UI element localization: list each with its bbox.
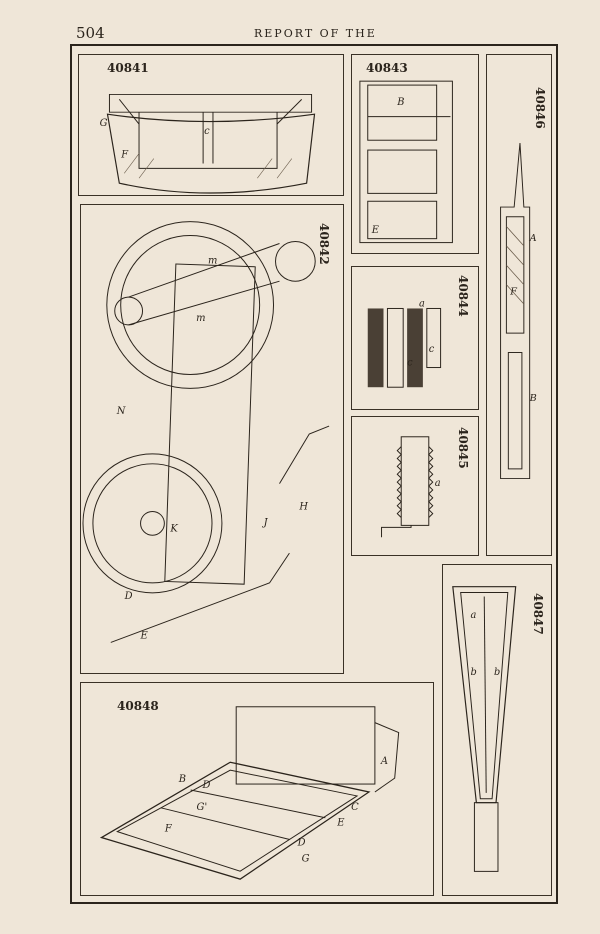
- figure-40844: 40844 a c c: [351, 266, 479, 410]
- figure-40847: 40847 a b b: [442, 564, 552, 896]
- label-m: m: [196, 313, 205, 324]
- figure-40845-drawing: a: [381, 436, 441, 538]
- figure-40848-drawing: B D G' F A C E D G: [99, 706, 400, 880]
- label-f: F: [509, 286, 517, 297]
- figure-number: 40848: [117, 699, 159, 713]
- figure-40841-drawing: G F c: [100, 93, 316, 194]
- label-f: F: [164, 824, 173, 835]
- label-a: a: [470, 610, 476, 621]
- figure-number: 40843: [366, 61, 408, 75]
- label-d: D: [297, 837, 306, 848]
- label-e: E: [140, 630, 149, 641]
- label-f: F: [120, 150, 129, 161]
- label-e: E: [336, 818, 345, 829]
- figure-number: 40847: [531, 593, 545, 635]
- figure-40843-drawing: B E: [359, 80, 453, 244]
- label-j: J: [262, 517, 269, 528]
- figure-40842-drawing: m m N D E K J H: [82, 221, 330, 643]
- label-n: N: [116, 406, 126, 417]
- running-head: REPORT OF THE: [254, 27, 377, 40]
- label-b: B: [396, 97, 404, 108]
- label-g-prime: G': [197, 802, 208, 813]
- label-e: E: [371, 225, 380, 236]
- label-a: a: [419, 299, 425, 310]
- label-d: D: [202, 780, 211, 791]
- page-number: 504: [76, 24, 105, 42]
- patent-plate: 40841 G F c 40843 B E: [70, 44, 558, 904]
- label-a: A: [380, 756, 388, 767]
- figure-40847-drawing: a b b: [452, 586, 517, 872]
- figure-number: 40846: [533, 87, 547, 129]
- label-b: b: [494, 667, 500, 678]
- label-m: m: [208, 255, 217, 266]
- figure-number: 40841: [107, 61, 149, 75]
- figure-40842: 40842 m m N D E K J H: [80, 204, 344, 674]
- label-k: K: [169, 523, 178, 534]
- figure-number: 40845: [456, 427, 470, 469]
- label-b: B: [178, 774, 186, 785]
- label-b: b: [470, 667, 476, 678]
- figure-40846-drawing: A B F: [500, 143, 537, 480]
- label-c: C: [351, 802, 359, 813]
- label-a: a: [435, 478, 441, 489]
- figure-40841: 40841 G F c: [78, 54, 344, 196]
- figure-40848: 40848 B D G' F A C E D G: [80, 682, 434, 896]
- label-b: B: [529, 393, 537, 404]
- label-g: G: [100, 118, 108, 129]
- label-c: c: [407, 358, 413, 369]
- label-c: c: [204, 126, 210, 137]
- figure-40843: 40843 B E: [351, 54, 479, 254]
- figure-40846: 40846 A B F: [486, 54, 552, 556]
- figure-number: 40844: [456, 275, 470, 317]
- figure-number: 40842: [317, 223, 331, 265]
- label-d: D: [124, 591, 133, 602]
- figure-40845: 40845 a: [351, 416, 479, 556]
- page-header: 504 REPORT OF THE: [0, 24, 600, 44]
- figure-40844-drawing: a c c: [367, 299, 442, 388]
- label-g: G: [302, 853, 310, 864]
- label-c: c: [429, 344, 435, 355]
- label-a: A: [529, 233, 537, 244]
- label-h: H: [298, 501, 308, 512]
